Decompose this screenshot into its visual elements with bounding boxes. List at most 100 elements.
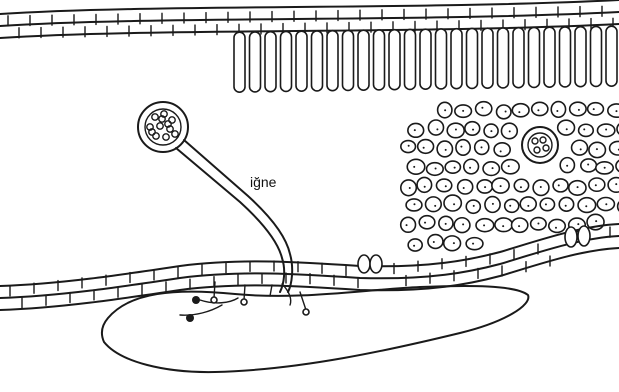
palisade-cell [420, 29, 431, 89]
chloroplast [508, 165, 510, 167]
lower-epidermis [0, 224, 619, 310]
mesophyll-cell [549, 219, 565, 232]
mesophyll-cell [553, 179, 568, 192]
chloroplast [595, 184, 597, 186]
chloroplast [445, 223, 447, 225]
mesophyll-cell [610, 141, 619, 155]
mesophyll-cell [444, 195, 461, 211]
mesophyll-cell [464, 159, 479, 174]
chloroplast [566, 165, 568, 167]
stoma-left [358, 255, 382, 273]
mesophyll-cell [512, 104, 529, 117]
chloroplast [444, 109, 446, 111]
chloroplast [472, 129, 474, 131]
chloroplast [445, 149, 447, 151]
chloroplast [537, 109, 539, 111]
chloroplast [518, 225, 520, 227]
mesophyll-cell [505, 199, 519, 212]
mesophyll-cell [483, 162, 499, 176]
mesophyll-cell [436, 179, 451, 192]
mesophyll-cell [494, 143, 510, 157]
chloroplast [565, 205, 567, 207]
mesophyll-cell [456, 140, 470, 156]
chloroplast [423, 147, 425, 149]
chloroplast [596, 148, 598, 150]
chloroplast [509, 130, 511, 132]
chloroplast [595, 220, 597, 222]
chloroplast [583, 128, 585, 130]
chloroplast [556, 110, 558, 112]
mesophyll-cell [572, 140, 588, 155]
chloroplast [490, 130, 492, 132]
palisade-cell [544, 27, 555, 87]
chloroplast [502, 225, 504, 227]
mesophyll-cell [458, 180, 473, 194]
phloem-bundle [138, 102, 188, 152]
chloroplast [453, 203, 455, 205]
chloroplast [500, 185, 502, 187]
mesophyll-cell [570, 102, 586, 116]
mesophyll-cell [417, 177, 432, 192]
mesophyll-cell [465, 122, 480, 136]
chloroplast [500, 150, 502, 152]
mesophyll-cell [512, 218, 528, 232]
palisade-cell [296, 31, 307, 91]
chloroplast [406, 224, 408, 226]
chloroplast [414, 129, 416, 131]
chloroplast [481, 146, 483, 148]
chloroplast [593, 108, 595, 110]
mesophyll-cell [444, 236, 461, 251]
chloroplast [469, 167, 471, 169]
chloroplast [424, 222, 426, 224]
palisade-cell [560, 27, 571, 87]
mesophyll-cell [588, 103, 604, 115]
palisade-cell [529, 27, 540, 87]
chloroplast [413, 245, 415, 247]
bundle-cell [157, 123, 163, 129]
palisade-cell [265, 32, 276, 92]
chloroplast [413, 203, 415, 205]
needle-label: iğne [250, 174, 276, 190]
vascular-bundle [522, 127, 558, 163]
mesophyll-cell [428, 235, 443, 249]
chloroplast [433, 241, 435, 243]
palisade-cell [312, 31, 323, 91]
palisade-cell [575, 27, 586, 87]
chloroplast [577, 223, 579, 225]
chloroplast [527, 205, 529, 207]
chloroplast [615, 183, 617, 185]
palisade-cell [250, 32, 261, 92]
chloroplast [473, 205, 475, 207]
chloroplast [445, 185, 447, 187]
bundle-cell [172, 131, 178, 137]
chloroplast [587, 164, 589, 166]
chloroplast [453, 242, 455, 244]
mesophyll-cell [502, 160, 520, 174]
palisade-cell [389, 30, 400, 90]
chloroplast [409, 187, 411, 189]
mesophyll-cell [589, 178, 605, 191]
palisade-cell [451, 29, 462, 89]
chloroplast [483, 224, 485, 226]
chloroplast [424, 186, 426, 188]
mesophyll-cell [428, 120, 443, 135]
chloroplast [545, 203, 547, 205]
chloroplast [518, 111, 520, 113]
palisade-cell [482, 28, 493, 88]
chloroplast [492, 203, 494, 205]
mesophyll-cell [418, 140, 434, 154]
palisade-cell [436, 29, 447, 89]
palisade-cell [498, 28, 509, 88]
mesophyll-cell [407, 159, 425, 174]
chloroplast [566, 128, 568, 130]
chloroplast [585, 205, 587, 207]
palisade-layer [234, 26, 617, 92]
mesophyll-cell [437, 141, 452, 157]
mesophyll-cell [558, 120, 575, 135]
chloroplast [605, 128, 607, 130]
chloroplast [520, 186, 522, 188]
bundle-cell [163, 134, 169, 140]
chloroplast [481, 107, 483, 109]
palisade-cell [327, 31, 338, 91]
